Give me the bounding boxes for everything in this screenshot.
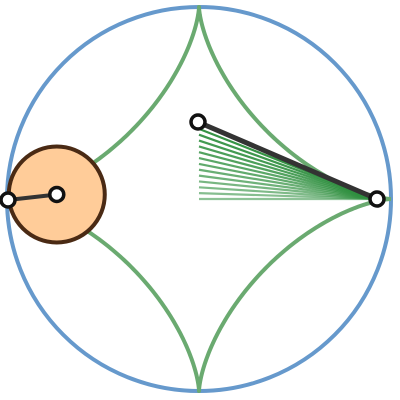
right-cusp-handle[interactable] [368, 190, 386, 208]
rolling-circle-center-handle[interactable] [48, 185, 66, 204]
rod-tip-handle[interactable] [189, 113, 207, 131]
tracing-point-handle[interactable] [0, 191, 17, 209]
rotating-rod [195, 119, 380, 202]
